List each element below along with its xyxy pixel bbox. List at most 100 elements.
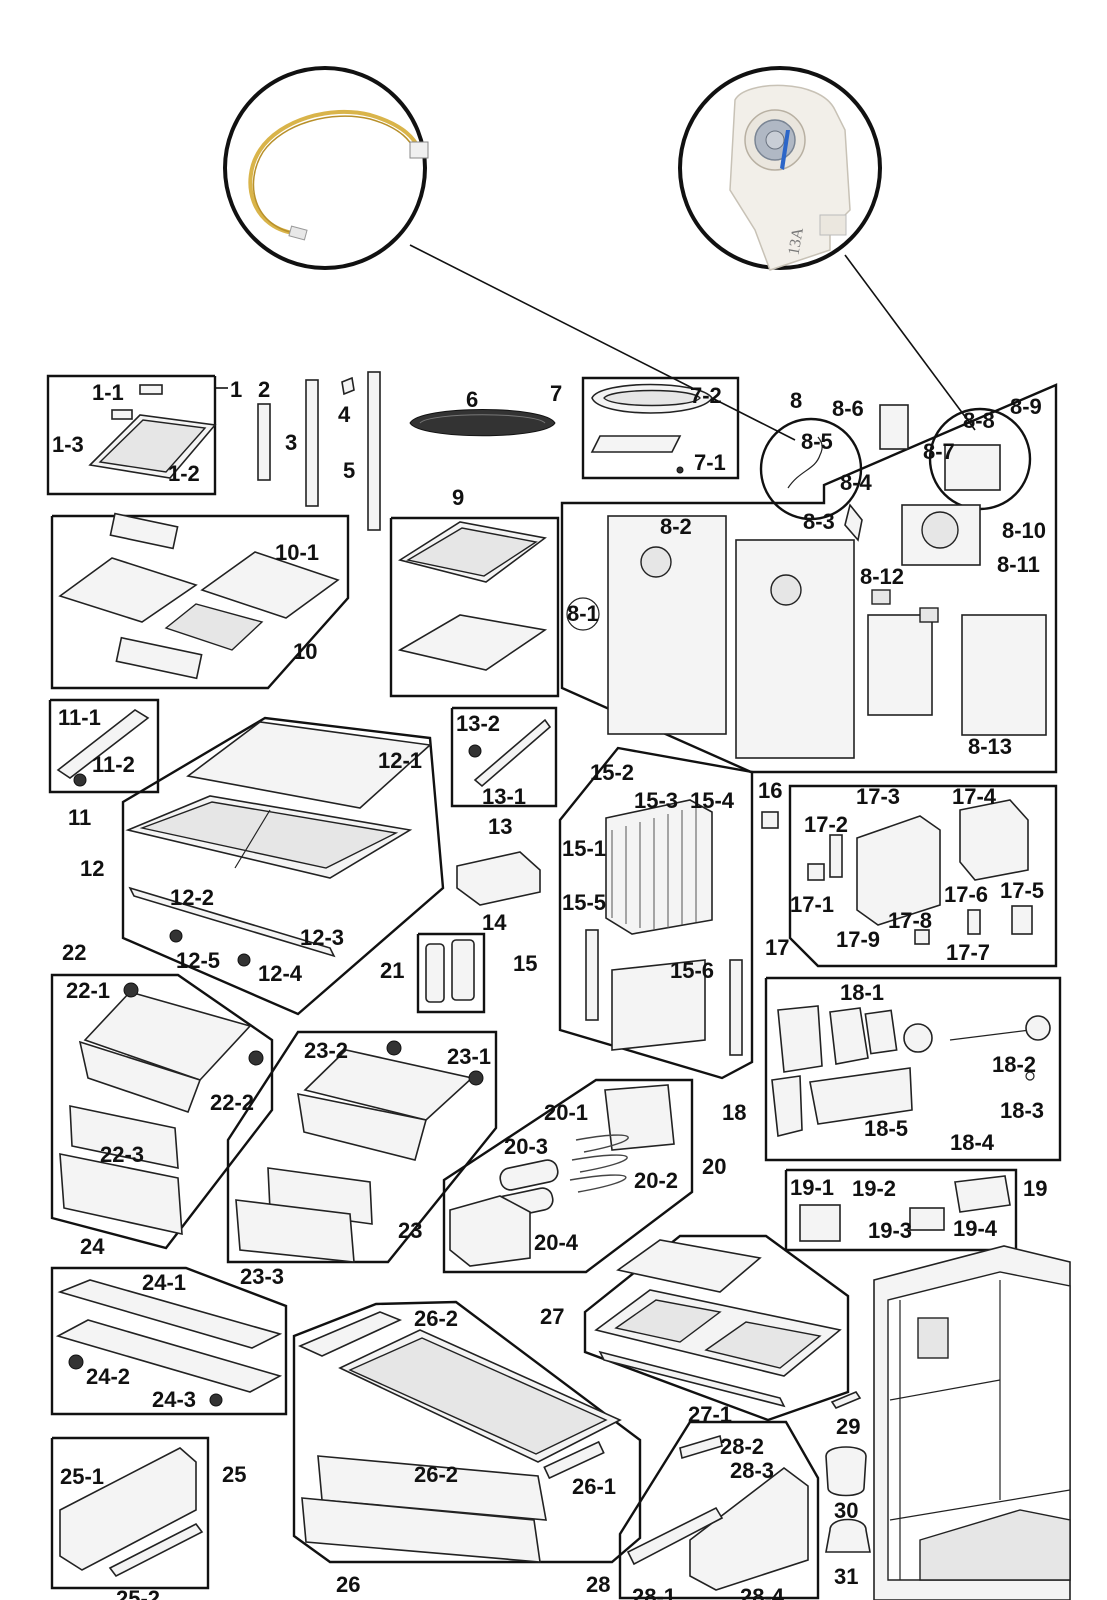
label-25-2: 25-2 (116, 1586, 160, 1600)
label-12: 12 (80, 856, 104, 881)
label-15-1: 15-1 (562, 836, 606, 861)
label-23-2: 23-2 (304, 1038, 348, 1063)
group-12-drawer-cover: 12 12-1 12-2 12-3 12-4 12-5 (80, 716, 445, 1016)
label-11: 11 (68, 805, 91, 830)
label-18-1: 18-1 (840, 980, 884, 1005)
label-17-7: 17-7 (946, 940, 990, 965)
parts-2-to-5-rails: 2 3 4 5 (257, 371, 381, 531)
label-8-3: 8-3 (803, 509, 835, 534)
sensor-wire-photo (223, 66, 429, 270)
label-26: 26 (336, 1572, 360, 1597)
label-16: 16 (758, 778, 782, 803)
group-25-rail: 25 25-1 25-2 (50, 1436, 246, 1600)
group-17-ice-maker: 17 17-1 17-2 17-3 17-4 17-5 17-6 17-7 17… (765, 784, 1058, 968)
group-27-freezer-shelf: 27 27-1 (540, 1234, 850, 1427)
label-26-1: 26-1 (572, 1474, 616, 1499)
group-7-cover: 7 7-1 7-2 (550, 376, 740, 480)
label-19-3: 19-3 (868, 1218, 912, 1243)
label-31: 31 (834, 1564, 858, 1589)
part-6-filter: 6 (409, 387, 556, 437)
label-27-1: 27-1 (688, 1402, 732, 1427)
group-22-crisper: 22 22-1 22-2 22-3 (50, 940, 274, 1250)
label-28-1: 28-1 (632, 1584, 676, 1600)
label-12-3: 12-3 (300, 925, 344, 950)
label-28: 28 (586, 1572, 610, 1597)
group-18-ice-bucket: 18 18-1 18-2 18-3 18-4 18-5 (722, 976, 1062, 1162)
refrigerator-cabinet (873, 1245, 1071, 1600)
label-24-3: 24-3 (152, 1387, 196, 1412)
label-23-3: 23-3 (240, 1264, 284, 1289)
label-8-13: 8-13 (968, 734, 1012, 759)
label-17-6: 17-6 (944, 882, 988, 907)
label-8-9: 8-9 (1010, 394, 1042, 419)
label-10: 10 (293, 639, 317, 664)
sensor-wire-callout-line (409, 244, 796, 441)
label-19: 19 (1023, 1176, 1047, 1201)
label-8-8: 8-8 (963, 408, 995, 433)
label-23-1: 23-1 (447, 1044, 491, 1069)
label-2: 2 (258, 377, 270, 402)
group-26-freezer-drawer: 26 26-1 26-2 26-2 (292, 1300, 642, 1597)
label-28-3: 28-3 (730, 1458, 774, 1483)
label-8-6: 8-6 (832, 396, 864, 421)
label-8-11: 8-11 (997, 552, 1040, 577)
label-22: 22 (62, 940, 86, 965)
label-8-12: 8-12 (860, 564, 904, 589)
label-1-3: 1-3 (52, 432, 84, 457)
part-16: 16 (758, 778, 782, 829)
label-15-3: 15-3 (634, 788, 678, 813)
label-12-1: 12-1 (378, 748, 422, 773)
group-13-rail: 13 13-1 13-2 (450, 706, 558, 839)
label-8: 8 (790, 388, 802, 413)
label-19-4: 19-4 (953, 1216, 998, 1241)
label-27: 27 (540, 1304, 564, 1329)
label-20-1: 20-1 (544, 1100, 588, 1125)
label-15-2: 15-2 (590, 760, 634, 785)
group-9-shelf: 9 (389, 485, 560, 698)
label-26-2-bottom: 26-2 (414, 1462, 458, 1487)
label-8-2: 8-2 (660, 514, 692, 539)
label-15-6: 15-6 (670, 958, 714, 983)
label-17-8: 17-8 (888, 908, 932, 933)
label-17-4: 17-4 (952, 784, 997, 809)
label-1: 1 (230, 377, 242, 402)
label-1-1: 1-1 (92, 380, 124, 405)
label-17-1: 17-1 (790, 892, 834, 917)
label-15: 15 (513, 951, 537, 976)
label-20-3: 20-3 (504, 1134, 548, 1159)
label-17-3: 17-3 (856, 784, 900, 809)
label-28-2: 28-2 (720, 1434, 764, 1459)
label-18-5: 18-5 (864, 1116, 908, 1141)
label-18-2: 18-2 (992, 1052, 1036, 1077)
label-10-1: 10-1 (275, 540, 319, 565)
label-13: 13 (488, 814, 512, 839)
motor-tag-label: 13A (785, 226, 807, 257)
label-17: 17 (765, 935, 789, 960)
label-13-1: 13-1 (482, 784, 526, 809)
group-28-rail-assy: 28 28-1 28-2 28-3 28-4 (586, 1420, 820, 1600)
group-11-rail: 11 11-1 11-2 (48, 698, 160, 830)
group-24-cover: 24 24-1 24-2 24-3 (50, 1234, 288, 1416)
label-29: 29 (836, 1414, 860, 1439)
label-26-2-top: 26-2 (414, 1306, 458, 1331)
label-19-1: 19-1 (790, 1175, 834, 1200)
label-12-4: 12-4 (258, 961, 303, 986)
label-13-2: 13-2 (456, 711, 500, 736)
label-1-2: 1-2 (168, 461, 200, 486)
label-11-1: 11-1 (58, 705, 101, 730)
label-8-7: 8-7 (923, 439, 955, 464)
label-12-5: 12-5 (176, 948, 220, 973)
group-10-shelf-set: 10 10-1 (50, 512, 350, 690)
label-30: 30 (834, 1498, 858, 1523)
label-22-3: 22-3 (100, 1142, 144, 1167)
label-8-1: 8-1 (567, 601, 599, 626)
label-7-2: 7-2 (690, 383, 722, 408)
group-20-water-filter: 20 20-1 20-2 20-3 20-4 (442, 1078, 726, 1274)
label-7-1: 7-1 (694, 450, 726, 475)
fan-motor-callout-line (844, 254, 976, 431)
label-24-1: 24-1 (142, 1270, 186, 1295)
fan-motor-photo: 13A (678, 66, 882, 271)
label-11-2: 11-2 (92, 752, 135, 777)
label-17-5: 17-5 (1000, 878, 1044, 903)
